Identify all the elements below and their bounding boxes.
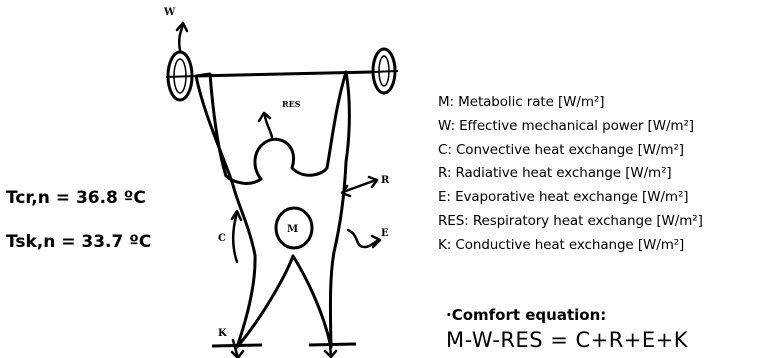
legend-item-c: C: Convective heat exchange [W/m²] [438, 139, 703, 163]
weightlifter-heat-balance-diagram: W RES R C M E K [0, 0, 430, 358]
label-m: M [287, 224, 298, 235]
core-temperature: Tcr,n = 36.8 ºC [6, 188, 146, 208]
legend-item-r: R: Radiative heat exchange [W/m²] [438, 162, 703, 186]
legend-item-w: W: Effective mechanical power [W/m²] [438, 115, 703, 139]
label-k: K [218, 328, 227, 339]
e-arrow [348, 230, 380, 247]
w-arrow [177, 23, 187, 50]
c-arrow [232, 211, 241, 262]
label-res: RES [282, 99, 301, 109]
left-foot-ground [212, 345, 262, 346]
label-e: E [381, 228, 389, 239]
right-foot-ground [309, 344, 356, 345]
k-arrow [232, 340, 336, 358]
legend-item-k: K: Conductive heat exchange [W/m²] [438, 234, 703, 258]
body-outline [196, 72, 349, 347]
legend-item-res: RES: Respiratory heat exchange [W/m²] [438, 210, 703, 234]
res-arrow [259, 113, 272, 137]
r-arrow [342, 177, 377, 196]
legend: M: Metabolic rate [W/m²] W: Effective me… [438, 91, 703, 258]
label-r: R [381, 175, 390, 186]
skin-temperature: Tsk,n = 33.7 ºC [6, 232, 151, 252]
comfort-equation-title: ·Comfort equation: [446, 306, 606, 324]
label-c: C [218, 233, 226, 244]
legend-item-e: E: Evaporative heat exchange [W/m²] [438, 186, 703, 210]
label-w: W [163, 7, 176, 18]
legend-item-m: M: Metabolic rate [W/m²] [438, 91, 703, 115]
comfort-equation: M-W-RES = C+R+E+K [446, 328, 688, 352]
